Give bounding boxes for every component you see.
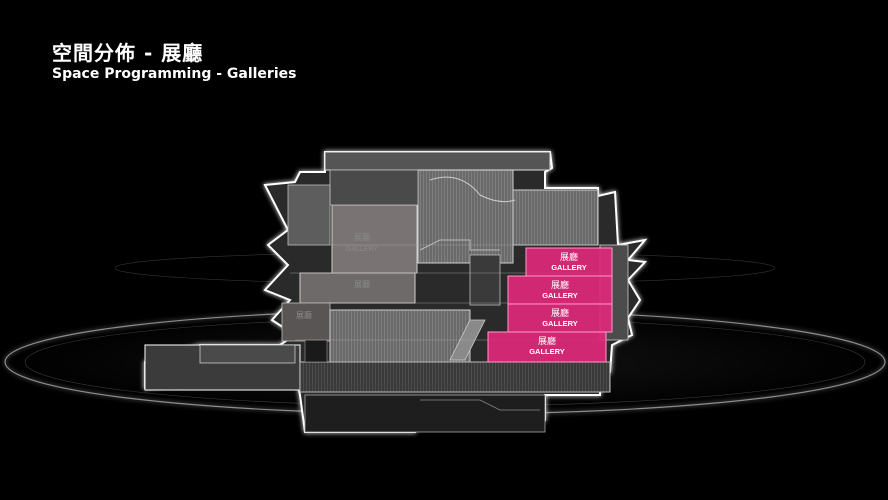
ghost-label-3-zh: 展廳 (296, 310, 312, 320)
page-subtitle: Space Programming - Galleries (52, 66, 297, 82)
ghost-label-1-en: GALLERY (346, 246, 378, 253)
gallery-label-en-4: GALLERY (529, 347, 565, 356)
gallery-label-zh-1: 展廳 (560, 251, 578, 263)
gallery-block-1 (525, 247, 613, 277)
gallery-label-zh-3: 展廳 (551, 307, 569, 319)
gallery-label-en-2: GALLERY (542, 291, 578, 300)
gallery-block-3 (507, 303, 613, 333)
page-title: 空間分佈 - 展廳 (52, 41, 204, 65)
ghost-label-1-zh: 展廳 (354, 232, 370, 242)
gallery-block-2 (507, 275, 613, 305)
ghost-gallery-labels: 展廳 GALLERY 展廳 展廳 (296, 232, 378, 320)
gallery-label-en-1: GALLERY (551, 263, 587, 272)
gallery-label-en-3: GALLERY (542, 319, 578, 328)
ghost-label-2-zh: 展廳 (354, 279, 370, 289)
gallery-label-zh-4: 展廳 (538, 335, 556, 347)
gallery-block-4 (487, 331, 607, 363)
gallery-label-zh-2: 展廳 (551, 279, 569, 291)
